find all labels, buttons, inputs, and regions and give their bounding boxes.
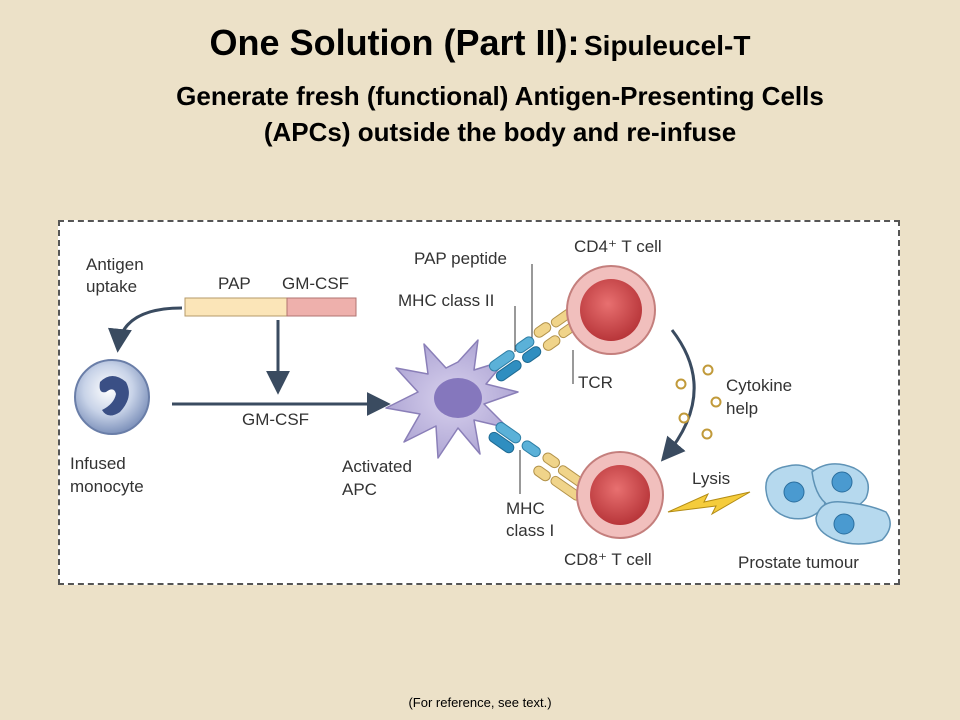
label-help: help <box>726 399 758 418</box>
footer-note: (For reference, see text.) <box>408 695 552 710</box>
label-cd4: CD4⁺ T cell <box>574 237 662 256</box>
label-class-i: class I <box>506 521 554 540</box>
label-cd8: CD8⁺ T cell <box>564 550 652 569</box>
tumour-nucleus <box>831 471 853 493</box>
diagram-svg: Antigen uptake PAP GM-CSF Infused monocy… <box>70 237 891 572</box>
cytokine-dot <box>702 364 714 376</box>
antigen-uptake-arrow <box>107 306 183 353</box>
label-gm-csf-arrow: GM-CSF <box>242 410 309 429</box>
tumour-nucleus <box>833 513 855 535</box>
title-product: Sipuleucel-T <box>583 30 751 61</box>
cytokine-dot <box>701 428 713 440</box>
subtitle-line-2: (APCs) outside the body and re-infuse <box>263 117 737 147</box>
lysis-bolt-icon <box>667 491 751 516</box>
title-main: One Solution (Part II): <box>209 22 580 63</box>
gm-csf-bar <box>286 297 357 317</box>
label-lysis: Lysis <box>692 469 730 488</box>
label-gm-csf-top: GM-CSF <box>282 274 349 293</box>
slide-title: One Solution (Part II): Sipuleucel-T <box>0 22 960 64</box>
pap-bar <box>184 297 288 317</box>
subtitle-line-1: Generate fresh (functional) Antigen-Pres… <box>176 81 824 111</box>
label-prostate-tumour: Prostate tumour <box>738 553 859 572</box>
label-uptake: uptake <box>86 277 137 296</box>
mhc-class-i-complex <box>488 422 589 501</box>
label-apc: APC <box>342 480 377 499</box>
cytokine-arrow <box>660 329 696 462</box>
label-pap: PAP <box>218 274 251 293</box>
cytokine-dot <box>710 396 722 408</box>
label-tcr: TCR <box>578 373 613 392</box>
label-mhc: MHC <box>506 499 545 518</box>
label-activated: Activated <box>342 457 412 476</box>
label-pap-peptide: PAP peptide <box>414 249 507 268</box>
label-infused: Infused <box>70 454 126 473</box>
cytokine-dot <box>675 378 687 390</box>
cd8-nucleus <box>590 465 650 525</box>
label-antigen: Antigen <box>86 255 144 274</box>
tumour-nucleus <box>783 481 805 503</box>
cd4-nucleus <box>580 279 642 341</box>
label-mhc-class-ii: MHC class II <box>398 291 494 310</box>
cytokine-dot <box>678 412 690 424</box>
infused-monocyte-cell <box>74 359 150 435</box>
diagram-panel: Antigen uptake PAP GM-CSF Infused monocy… <box>58 220 900 585</box>
monocyte-nucleus <box>99 376 129 416</box>
apc-nucleus <box>434 378 482 418</box>
label-cytokine: Cytokine <box>726 376 792 395</box>
label-monocyte: monocyte <box>70 477 144 496</box>
